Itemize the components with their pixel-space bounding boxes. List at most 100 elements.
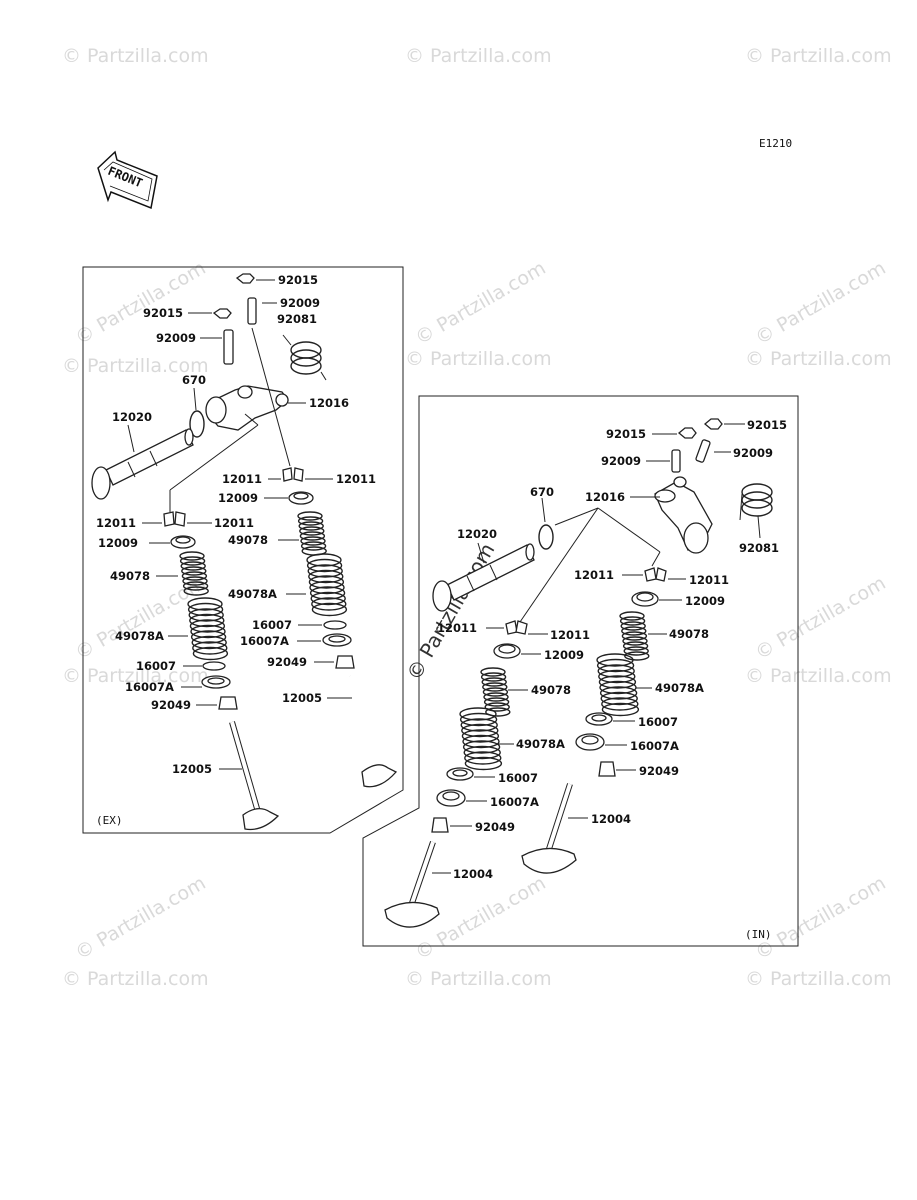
part-label: 12016 — [309, 396, 349, 410]
valve-seal-icon — [431, 817, 449, 833]
rocker-arm-icon — [654, 476, 713, 554]
torsion-spring-icon — [282, 334, 327, 381]
watermark: © Partzilla.com — [62, 355, 209, 377]
spring-coil — [180, 561, 206, 571]
part-label: 12009 — [98, 536, 138, 550]
spring-coil — [482, 687, 509, 697]
spring-coil — [179, 556, 206, 566]
spring-coil — [621, 631, 648, 641]
watermark: © Partzilla.com — [72, 872, 210, 964]
valve-seal-icon — [598, 761, 616, 777]
part-label: 16007 — [638, 715, 678, 729]
part-label: 12009 — [544, 648, 584, 662]
part-label: 12009 — [218, 491, 258, 505]
spring-coil — [596, 653, 634, 667]
spring-coil — [461, 723, 499, 738]
spring-coil — [482, 682, 508, 692]
part-label: 670 — [530, 485, 554, 499]
watermark: © Partzilla.com — [745, 348, 892, 370]
spring-coil — [191, 635, 227, 650]
part-label: 92015 — [606, 427, 646, 441]
spring-coil — [299, 531, 326, 541]
part-label: 92015 — [747, 418, 787, 432]
spring-coil — [463, 745, 501, 760]
spring-coil — [181, 566, 207, 576]
watermark: © Partzilla.com — [405, 45, 552, 67]
part-label: 12011 — [437, 621, 477, 635]
spring-coil — [460, 718, 498, 732]
part-label: 16007 — [498, 771, 538, 785]
spring-coil — [462, 734, 500, 749]
spring-coil — [461, 729, 500, 743]
diagram-code: E1210 — [759, 137, 792, 150]
spring-coil — [481, 677, 507, 687]
valve-icon — [521, 783, 577, 874]
valve-icon — [348, 675, 398, 788]
spring-coil — [601, 697, 639, 711]
part-label: 12005 — [172, 762, 212, 776]
part-label: 92081 — [739, 541, 779, 555]
part-label: 92049 — [475, 820, 515, 834]
part-label: 92009 — [733, 446, 773, 460]
part-label: 12011 — [336, 472, 376, 486]
part-label: 12004 — [453, 867, 493, 881]
valve-icon — [229, 721, 280, 831]
part-label: 92049 — [639, 764, 679, 778]
nut-icon — [235, 273, 255, 284]
spring-coil — [619, 611, 645, 621]
valve-seal-icon — [218, 696, 238, 710]
spring-coil — [308, 569, 344, 584]
rocker-shaft-icon — [432, 543, 535, 612]
spring-coil — [298, 521, 324, 531]
rocker-shaft-icon — [91, 428, 194, 500]
torsion-spring-icon — [739, 483, 773, 539]
part-label: 12011 — [574, 568, 614, 582]
outer-spring-icon — [306, 553, 348, 617]
nut-icon — [677, 427, 697, 439]
part-label: 12009 — [685, 594, 725, 608]
valve-icon — [384, 841, 440, 928]
spring-coil — [311, 602, 348, 617]
spring-coil — [307, 564, 343, 578]
spring-coil — [190, 630, 227, 644]
watermark: © Partzilla.com — [745, 665, 892, 687]
spring-coil — [598, 675, 637, 689]
part-label: 49078A — [115, 629, 164, 643]
exhaust-section: (EX) 92015 92009 92081 92015 92009 670 — [82, 266, 404, 834]
outer-spring-icon — [187, 597, 229, 661]
spring-coil — [182, 576, 208, 586]
cotter-icon — [163, 511, 186, 527]
spring-coil — [596, 658, 635, 673]
spring-coil — [299, 526, 325, 536]
spring-coil — [297, 511, 323, 521]
cotter-icon — [282, 467, 304, 482]
valve-seal-icon — [335, 655, 355, 669]
spring-coil — [187, 602, 224, 617]
spring-coil — [310, 591, 346, 606]
part-label: 49078 — [110, 569, 150, 583]
spring-coil — [192, 646, 229, 661]
part-label: 12011 — [689, 573, 729, 587]
part-label: 49078 — [531, 683, 571, 697]
part-label: 92009 — [156, 331, 196, 345]
part-label: 49078A — [516, 737, 565, 751]
spring-coil — [623, 646, 649, 656]
stud-icon — [671, 449, 681, 473]
rocker-arm-icon — [205, 385, 289, 431]
spring-coil — [459, 712, 498, 727]
spring-coil — [598, 669, 636, 684]
o-ring-icon — [538, 524, 554, 550]
spring-coil — [179, 551, 205, 561]
intake-section: (IN) 92015 92015 92009 92009 670 12016 — [362, 395, 799, 947]
cotter-icon — [644, 567, 667, 582]
part-label: 16007A — [490, 795, 539, 809]
spring-coil — [483, 692, 509, 702]
watermark: © Partzilla.com — [745, 968, 892, 990]
spring-coil — [182, 581, 209, 591]
nut-icon — [703, 418, 723, 430]
watermark: © Partzilla.com — [62, 45, 209, 67]
spring-coil — [189, 619, 226, 633]
part-label: 12011 — [96, 516, 136, 530]
part-label: 12020 — [457, 527, 497, 541]
part-label: 16007A — [240, 634, 289, 648]
